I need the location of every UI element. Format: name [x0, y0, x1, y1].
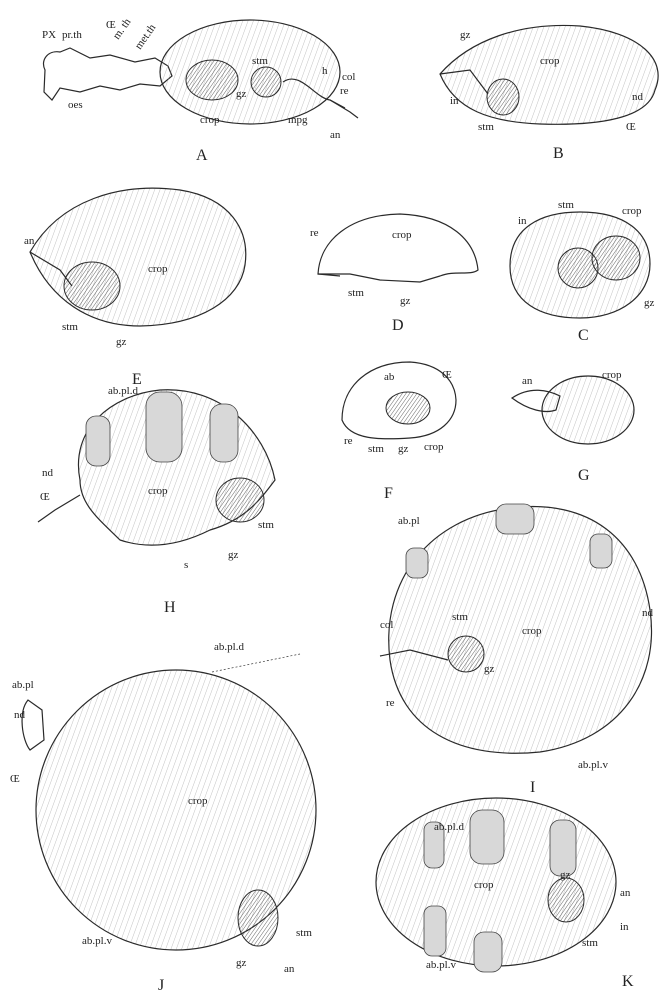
label-i-crop: crop	[522, 625, 542, 637]
figure-g: an crop G	[512, 369, 634, 484]
label-h-crop: crop	[148, 485, 168, 497]
label-j-abpld: ab.pl.d	[214, 641, 244, 653]
crop-organ	[186, 60, 238, 100]
label-j-nd: nd	[14, 709, 26, 721]
label-stm: stm	[252, 55, 268, 67]
label-crop: crop	[200, 114, 220, 126]
caption-k: K	[622, 973, 634, 990]
label-b-gz: gz	[460, 29, 471, 41]
label-h-s: s	[184, 559, 188, 571]
label-h-nd: nd	[42, 467, 54, 479]
label-d-gz: gz	[400, 295, 411, 307]
label-gz: gz	[236, 88, 247, 100]
label-b-in: in	[450, 95, 459, 107]
label-j-abpl: ab.pl	[12, 679, 34, 691]
label-i-stm: stm	[452, 611, 468, 623]
figure-c: in stm crop gz C	[510, 199, 655, 344]
label-h: h	[322, 65, 328, 77]
label-c-crop: crop	[622, 205, 642, 217]
label-d-stm: stm	[348, 287, 364, 299]
label-c-gz: gz	[644, 297, 655, 309]
caption-d: D	[392, 317, 404, 334]
label-b-crop: crop	[540, 55, 560, 67]
label-e-an: an	[24, 235, 35, 247]
label-i-abplv: ab.pl.v	[578, 759, 608, 771]
label-j-oe: Œ	[10, 773, 20, 785]
label-b-nd: nd	[632, 91, 644, 103]
label-j-stm: stm	[296, 927, 312, 939]
caption-c: C	[578, 327, 589, 344]
label-col: col	[342, 71, 355, 83]
label-an: an	[330, 129, 341, 141]
label-k-abpld: ab.pl.d	[434, 821, 464, 833]
label-d-re: re	[310, 227, 319, 239]
label-i-abpl: ab.pl	[398, 515, 420, 527]
stomach-organ	[251, 67, 281, 97]
label-k-crop: crop	[474, 879, 494, 891]
figure-i: ab.pl col stm crop nd gz re ab.pl.v I	[380, 504, 654, 796]
caption-g: G	[578, 467, 590, 484]
label-h-stm: stm	[258, 519, 274, 531]
label-i-re: re	[386, 697, 395, 709]
figure-d: re crop stm gz D	[310, 214, 478, 334]
label-h-gz: gz	[228, 549, 239, 561]
label-i-col: col	[380, 619, 393, 631]
label-prth: pr.th	[62, 29, 82, 41]
label-metth: met.th	[133, 22, 159, 52]
label-f-crop: crop	[424, 441, 444, 453]
label-f-oe: Œ	[442, 369, 452, 381]
figure-e: an crop stm gz E	[24, 188, 246, 388]
label-f-re: re	[344, 435, 353, 447]
label-j-an: an	[284, 963, 295, 975]
label-j-gz: gz	[236, 957, 247, 969]
label-i-nd: nd	[642, 607, 654, 619]
figure-k: ab.pl.d gz crop an in stm ab.pl.v K	[376, 798, 634, 990]
label-h-abpld: ab.pl.d	[108, 385, 138, 397]
label-mpg: mpg	[288, 114, 308, 126]
label-k-stm: stm	[582, 937, 598, 949]
label-k-an: an	[620, 887, 631, 899]
label-d-crop: crop	[392, 229, 412, 241]
label-e-crop: crop	[148, 263, 168, 275]
label-k-gz: gz	[560, 869, 571, 881]
caption-j: J	[158, 977, 164, 993]
caption-i: I	[530, 779, 535, 796]
caption-f: F	[384, 485, 393, 502]
caption-a: A	[196, 147, 208, 164]
label-b-stm: stm	[478, 121, 494, 133]
label-f-ab: ab	[384, 371, 395, 383]
label-oes: oes	[68, 99, 83, 111]
figure-f: ab Œ re stm gz crop F	[342, 362, 456, 502]
caption-b: B	[553, 145, 564, 162]
label-k-abplv: ab.pl.v	[426, 959, 456, 971]
label-c-in: in	[518, 215, 527, 227]
label-e-stm: stm	[62, 321, 78, 333]
label-f-gz: gz	[398, 443, 409, 455]
figure-b: gz crop nd in stm Œ B	[440, 25, 658, 162]
caption-h: H	[164, 599, 176, 616]
label-re: re	[340, 85, 349, 97]
label-h-oe: Œ	[40, 491, 50, 503]
figure-a: PX pr.th Œ m. th met.th stm gz crop col …	[42, 16, 358, 164]
label-c-stm: stm	[558, 199, 574, 211]
label-i-gz: gz	[484, 663, 495, 675]
label-b-oe: Œ	[626, 121, 636, 133]
label-j-abplv: ab.pl.v	[82, 935, 112, 947]
label-px: PX	[42, 29, 56, 41]
label-g-crop: crop	[602, 369, 622, 381]
figure-h: ab.pl.d nd crop Œ stm gz s H	[38, 385, 275, 616]
label-j-crop: crop	[188, 795, 208, 807]
label-f-stm: stm	[368, 443, 384, 455]
figure-j: ab.pl.d ab.pl nd crop Œ stm ab.pl.v gz a…	[10, 641, 316, 993]
label-k-in: in	[620, 921, 629, 933]
label-e-gz: gz	[116, 336, 127, 348]
label-g-an: an	[522, 375, 533, 387]
